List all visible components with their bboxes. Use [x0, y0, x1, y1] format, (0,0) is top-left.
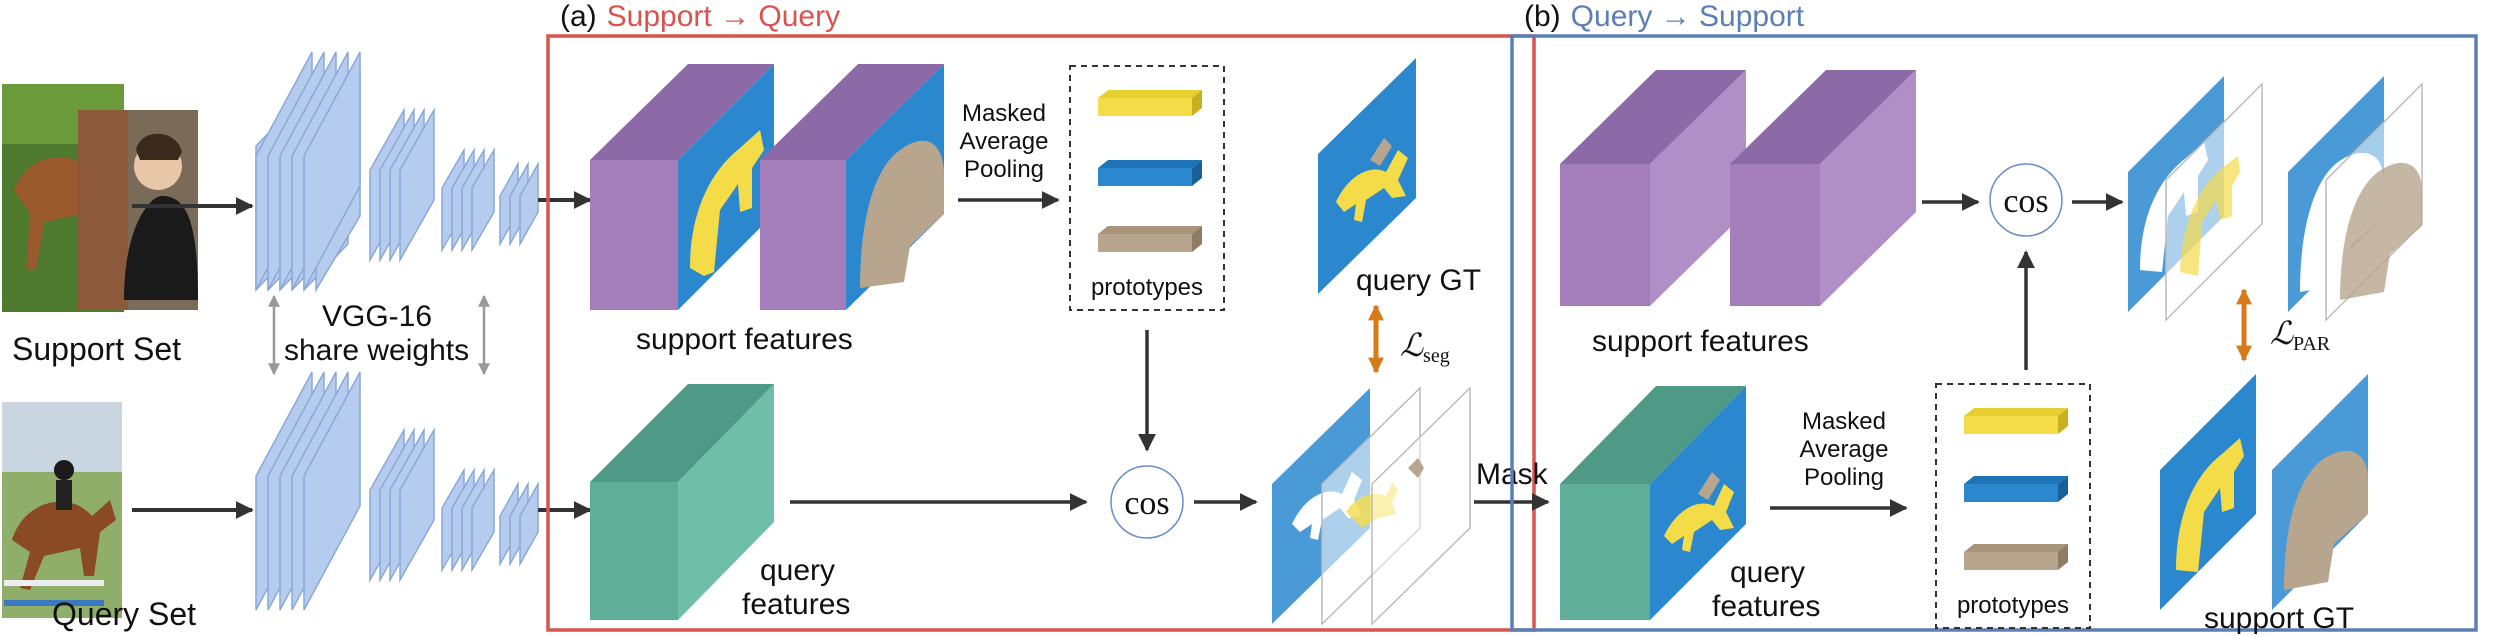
loss-par-subscript: PAR — [2293, 333, 2331, 355]
map-line-2-a: Average — [960, 128, 1049, 155]
support-feature-cube-2 — [760, 64, 944, 310]
support-gt-mask-2 — [2272, 374, 2368, 610]
support-feature-cube-1 — [590, 64, 774, 310]
map-line-3-a: Pooling — [964, 156, 1044, 183]
panel-b-title: (b) Query → Support — [1524, 0, 1805, 33]
prototype-yellow-a — [1098, 90, 1202, 116]
support-features-label-a: support features — [636, 323, 853, 356]
query-photo-horse-jump — [2, 402, 122, 618]
prototype-blue-a — [1098, 160, 1202, 186]
loss-par-label: ℒPAR — [2270, 315, 2331, 355]
map-line-2-b: Average — [1800, 436, 1889, 463]
prototype-yellow-b — [1964, 408, 2068, 434]
support-feature-cube-b1 — [1560, 70, 1746, 306]
panel-b-border — [1510, 34, 2478, 632]
map-line-1-b: Masked — [1802, 408, 1886, 435]
prototype-tan-a — [1098, 226, 1202, 252]
prototype-blue-b — [1964, 476, 2068, 502]
query-set-label: Query Set — [52, 596, 196, 632]
query-gt-mask — [1318, 58, 1416, 294]
panel-a-tag: (a) — [560, 0, 597, 33]
query-feature-cube-a — [590, 384, 774, 620]
prototypes-box-b — [1935, 383, 2091, 629]
loss-seg-label: ℒseg — [1400, 327, 1450, 367]
panel-a-title-text: Support → Query — [607, 0, 840, 33]
cos-label-a: cos — [1124, 485, 1169, 522]
map-line-3-b: Pooling — [1804, 464, 1884, 491]
loss-seg-symbol: ℒ — [1400, 327, 1424, 363]
loss-seg-subscript: seg — [1423, 345, 1450, 367]
query-feature-cube-b — [1560, 386, 1746, 620]
loss-par-symbol: ℒ — [2270, 315, 2294, 351]
vgg-label: VGG-16 — [322, 300, 432, 333]
prototypes-label-a: prototypes — [1091, 274, 1203, 301]
panel-a-title: (a) Support → Query — [560, 0, 840, 33]
map-line-1-a: Masked — [962, 100, 1046, 127]
panel-b-title-text: Query → Support — [1571, 0, 1805, 33]
panel-b-tag: (b) — [1524, 0, 1561, 33]
panel-a-border — [546, 34, 1536, 632]
cos-node-b — [1989, 163, 2063, 237]
query-features-label-b2: features — [1712, 590, 1820, 623]
query-features-label-b1: query — [1730, 556, 1805, 589]
query-gt-label: query GT — [1356, 264, 1481, 297]
prototypes-label-b: prototypes — [1957, 592, 2069, 619]
prototypes-box-a — [1069, 65, 1225, 311]
vgg-network-bottom — [255, 371, 539, 611]
prediction-stack-a — [1272, 386, 1471, 626]
support-gt-mask-1 — [2160, 374, 2256, 610]
query-features-label-a2: features — [742, 588, 850, 621]
support-feature-cube-b2 — [1730, 70, 1916, 306]
support-set-label: Support Set — [12, 331, 181, 367]
share-weights-label: share weights — [284, 334, 469, 367]
query-features-label-a1: query — [760, 554, 835, 587]
vgg-blocks-top — [255, 51, 539, 291]
support-features-label-b: support features — [1592, 325, 1809, 358]
prototype-tan-b — [1964, 544, 2068, 570]
prediction-stack-b — [2128, 76, 2263, 322]
support-photo-person — [78, 110, 198, 310]
cos-label-b: cos — [2003, 183, 2048, 220]
cos-node-a — [1110, 465, 1184, 539]
support-gt-label: support GT — [2204, 602, 2354, 635]
prediction-stack-b2 — [2288, 76, 2423, 322]
